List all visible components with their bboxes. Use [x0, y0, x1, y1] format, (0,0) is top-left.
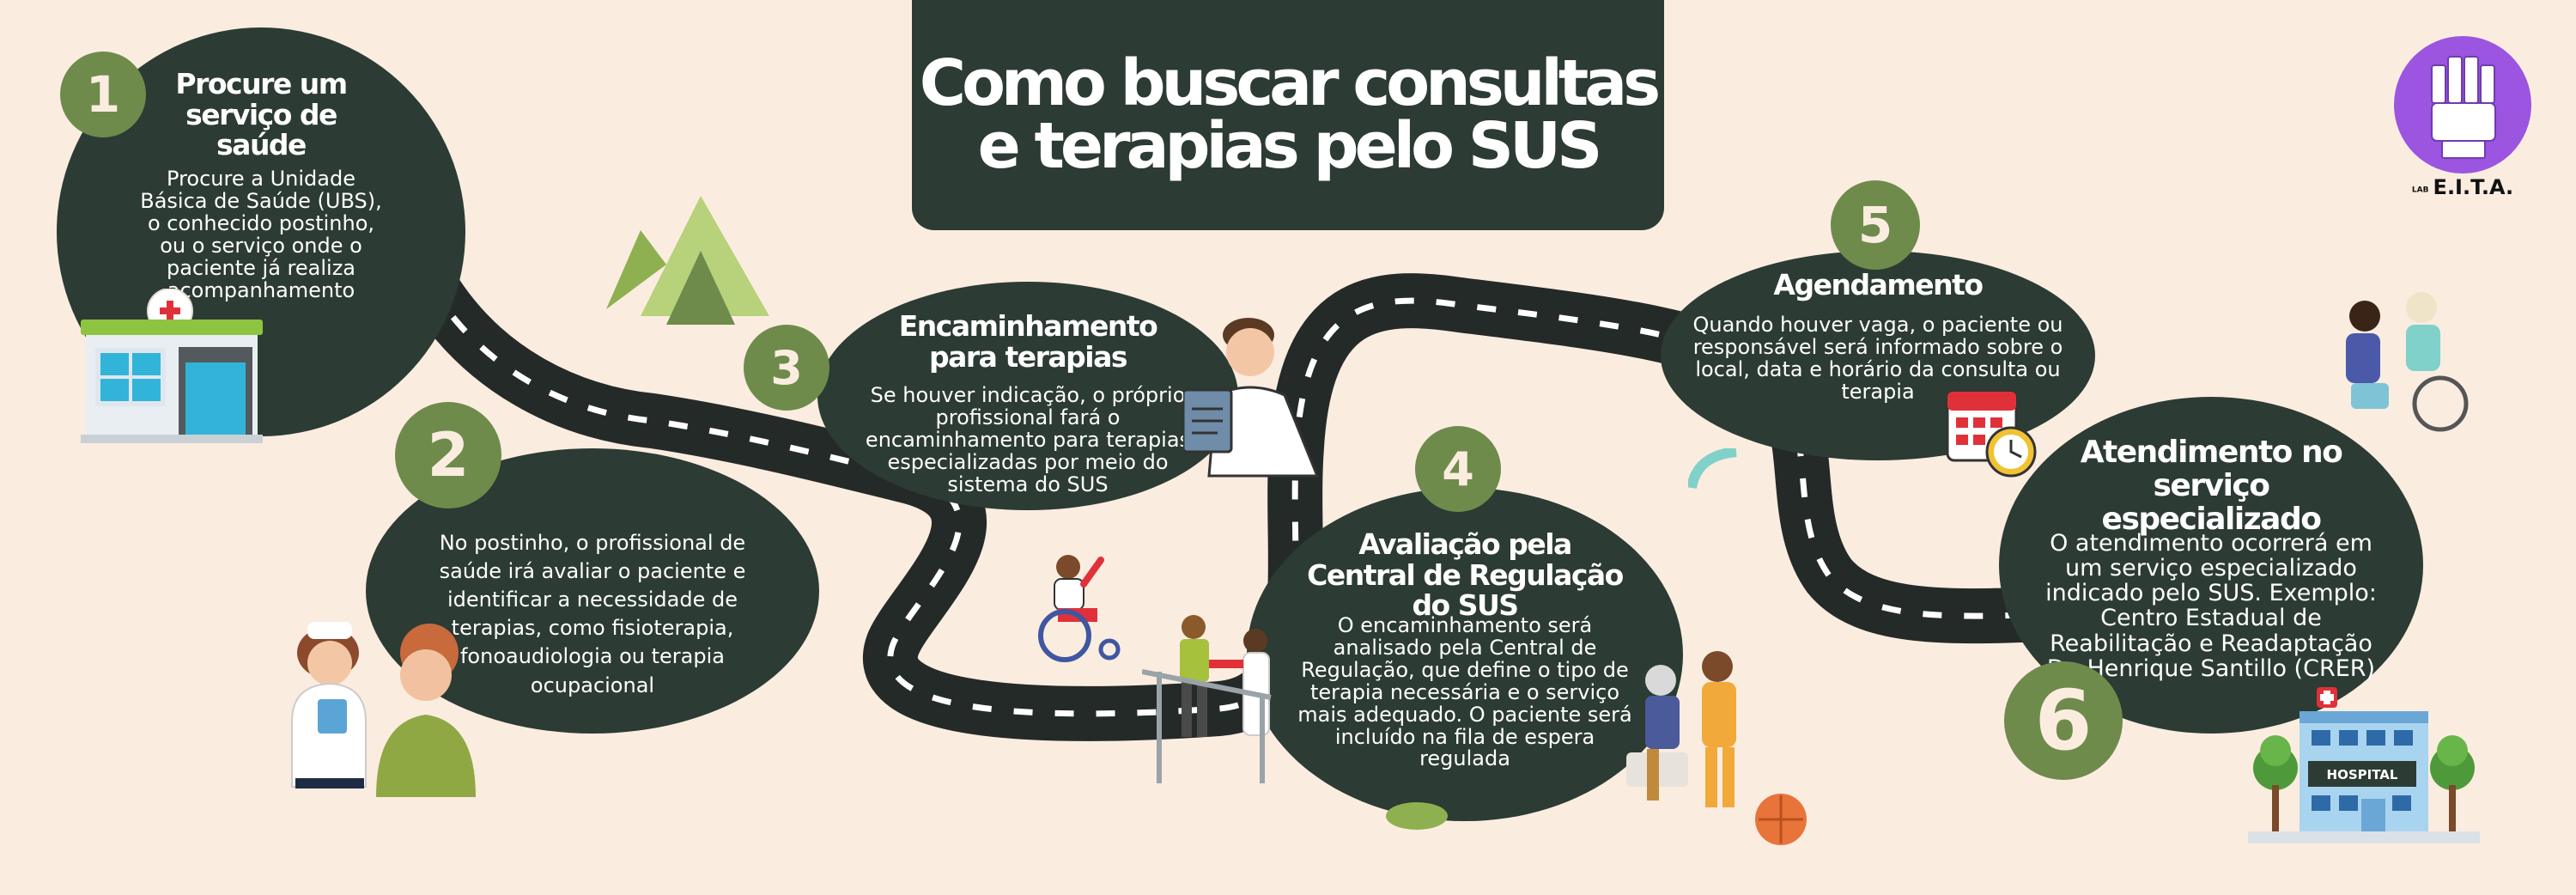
logo-label: E.I.T.A. — [2433, 175, 2514, 199]
caregiver-elderly-icon — [1626, 651, 1736, 807]
step-6-title: Atendimento no serviço especializado — [2080, 435, 2343, 537]
plant-ball-icon — [1755, 794, 1807, 845]
calendar-clock-icon — [1946, 390, 2037, 478]
step-6-text: O atendimento ocorrerá em um serviço esp… — [2045, 530, 2377, 682]
wheelchair-companion-icon — [2346, 292, 2469, 432]
step-6-number: 6 — [2004, 661, 2123, 780]
step-2-text: No postinho, o profissional de saúde irá… — [439, 531, 746, 697]
step-5-title: Agendamento — [1773, 268, 1984, 301]
title-banner: Como buscar consultas e terapias pelo SU… — [912, 0, 1664, 230]
step-3-number: 3 — [744, 325, 829, 411]
doctor-icon — [1183, 318, 1320, 478]
logo-small-label: LAB — [2411, 186, 2429, 195]
step-4-text: O encaminhamento será analisado pela Cen… — [1297, 613, 1632, 771]
wheelchair-user-icon — [1038, 555, 1121, 662]
health-unit-building-icon — [81, 289, 263, 443]
step-5-number: 5 — [1831, 180, 1920, 270]
rainbow-icon — [1688, 448, 1737, 490]
step-5-bubble: Agendamento Quando houver vaga, o pacien… — [1661, 251, 2095, 460]
step-1-text: Procure a Unidade Básica de Saúde (UBS),… — [140, 167, 382, 302]
step-3-text: Se houver indicação, o próprio profissio… — [865, 383, 1191, 496]
logo: LAB E.I.T.A. — [2394, 36, 2531, 208]
bush-icon — [1386, 802, 1448, 830]
hospital-building-icon: HOSPITAL — [2248, 687, 2480, 843]
hospital-sign: HOSPITAL — [2327, 767, 2398, 782]
mountains-icon — [606, 196, 769, 325]
step-1-title: Procure um serviço de saúde — [175, 67, 348, 162]
step-6-bubble: Atendimento no serviço especializado O a… — [1999, 397, 2423, 734]
page-title: Como buscar consultas e terapias pelo SU… — [919, 46, 1661, 183]
step-2-number: 2 — [395, 402, 501, 508]
step-4-bubble: Avaliação pela Central de Regulação do S… — [1247, 488, 1683, 821]
step-1-number: 1 — [60, 52, 146, 137]
robot-hand-logo-icon — [2394, 36, 2531, 174]
physiotherapy-icon — [1142, 615, 1272, 783]
step-3-title: Encaminhamento para terapias — [898, 309, 1158, 374]
step-5-text: Quando houver vaga, o paciente ou respon… — [1692, 313, 2063, 404]
step-4-number: 4 — [1415, 426, 1501, 512]
step-4-title: Avaliação pela Central de Regulação do S… — [1307, 527, 1624, 623]
step-3-bubble: Encaminhamento para terapias Se houver i… — [817, 282, 1238, 510]
nurse-and-patient-icon — [291, 622, 476, 797]
